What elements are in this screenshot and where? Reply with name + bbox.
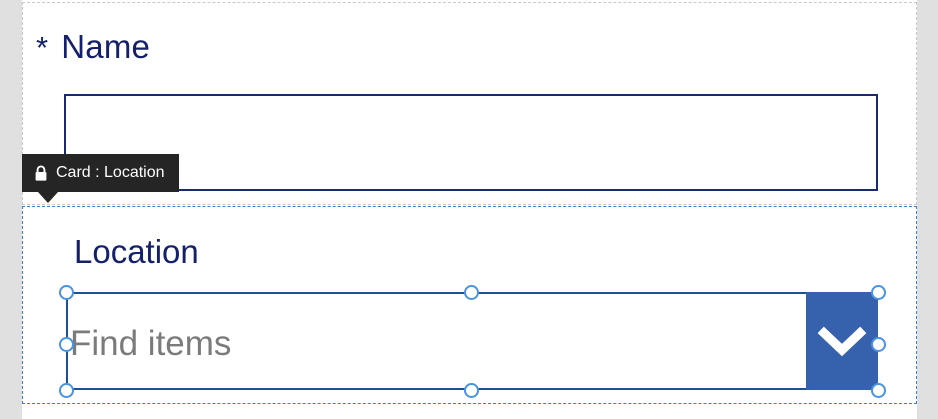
control-badge-text: Card : Location xyxy=(56,164,165,181)
name-input[interactable] xyxy=(64,94,878,191)
location-combobox[interactable] xyxy=(66,292,878,390)
handle-top-center[interactable] xyxy=(463,284,479,300)
lock-icon xyxy=(35,165,47,181)
handle-bottom-left[interactable] xyxy=(58,382,74,398)
control-badge-arrow xyxy=(38,192,58,203)
canvas-gutter-left xyxy=(0,0,22,419)
handle-bottom-right[interactable] xyxy=(870,382,886,398)
handle-middle-left[interactable] xyxy=(58,336,74,352)
required-asterisk: * xyxy=(36,30,49,65)
control-badge[interactable]: Card : Location xyxy=(22,154,179,192)
handle-bottom-center[interactable] xyxy=(463,382,479,398)
handle-top-right[interactable] xyxy=(870,284,886,300)
canvas-gutter-right xyxy=(917,0,938,419)
name-field-label: * Name xyxy=(36,27,150,68)
chevron-down-icon xyxy=(817,326,867,357)
name-label-text: Name xyxy=(61,28,151,65)
handle-middle-right[interactable] xyxy=(870,336,886,352)
handle-top-left[interactable] xyxy=(58,284,74,300)
location-dropdown-button[interactable] xyxy=(806,292,878,390)
location-field-label: Location xyxy=(74,233,199,270)
